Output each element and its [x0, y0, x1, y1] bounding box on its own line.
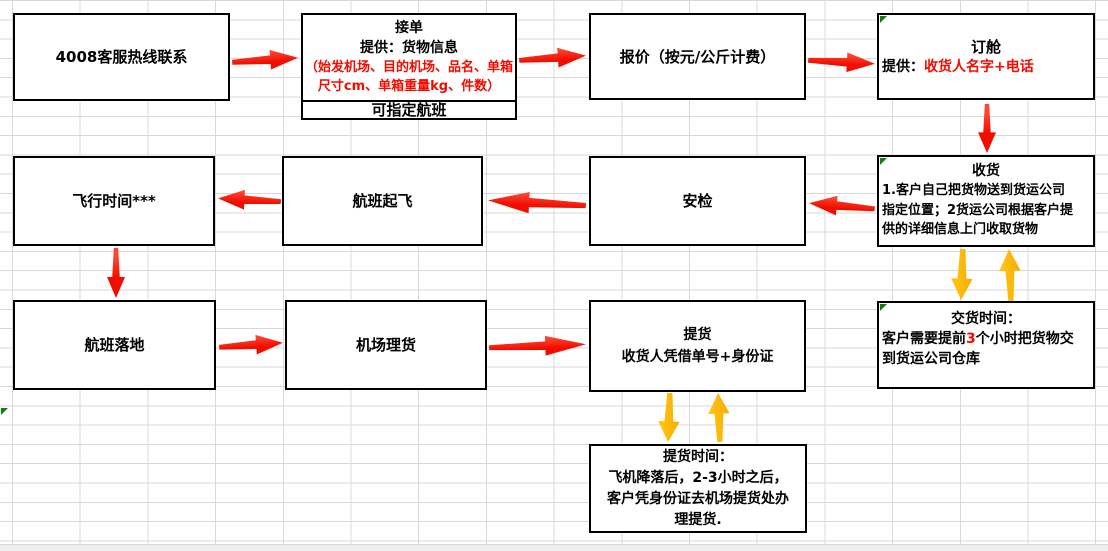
arrow-anjian-to-qifei[interactable] — [487, 187, 586, 218]
flow-box-lihuo-label: 机场理货 — [355, 336, 416, 354]
arrow-shouhuo-to-jiaohuo-time[interactable] — [948, 249, 976, 301]
flow-box-jiedan[interactable]: 接单 提供：货物信息 （始发机场、目的机场、品名、单箱尺寸cm、单箱重量kg、件… — [301, 13, 517, 102]
arrow-luodi-to-lihuo[interactable] — [218, 331, 284, 359]
flow-box-tihuo-time[interactable]: 提货时间： 飞机降落后，2-3小时之后， 客户凭身份证去机场提货处办 理提货. — [589, 444, 807, 533]
arrow-dingcang-to-shouhuo[interactable] — [977, 104, 997, 153]
flow-box-dingcang-label: 提供： — [882, 58, 924, 75]
sheet-bottom-edge — [0, 544, 1108, 551]
flow-box-anjian[interactable]: 安检 — [589, 156, 806, 246]
flow-box-jiedan-subtitle: 提供：货物信息 — [360, 40, 458, 56]
cell-flag-icon — [880, 16, 887, 23]
flow-box-luodi[interactable]: 航班落地 — [13, 300, 216, 390]
flow-box-baojia-label: 报价（按元/公斤计费） — [619, 47, 776, 66]
flow-box-dingcang[interactable]: 订舱 提供：收货人名字+电话 — [877, 13, 1095, 100]
flow-box-jiedan-red-note: （始发机场、目的机场、品名、单箱尺寸cm、单箱重量kg、件数） — [304, 60, 513, 94]
flow-box-jiedan-footer-label: 可指定航班 — [371, 101, 447, 119]
flow-box-feixing-label: 飞行时间*** — [72, 192, 156, 210]
flow-box-dingcang-title: 订舱 — [970, 37, 1001, 56]
arrow-feixing-to-luodi[interactable] — [106, 248, 126, 298]
flow-box-luodi-label: 航班落地 — [84, 336, 145, 354]
flow-box-hotline-label: 4008客服热线联系 — [55, 48, 188, 66]
cell-flag-icon — [880, 304, 887, 311]
flow-box-jiaohuo-body: 客户需要提前3个小时把货物交到货运公司仓库 — [879, 329, 1078, 369]
flow-box-jiaohuo-title: 交货时间： — [951, 311, 1021, 327]
flow-box-shouhuo[interactable]: 收货 1.客户自己把货物送到货运公司 指定位置；2货运公司根据客户提 供的详细信… — [877, 155, 1095, 247]
arrow-jiaohuo-time-to-shouhuo[interactable] — [996, 249, 1024, 302]
flow-box-qifei-label: 航班起飞 — [352, 192, 413, 210]
arrow-shouhuo-to-anjian[interactable] — [808, 191, 876, 221]
flow-box-shouhuo-body: 1.客户自己把货物送到货运公司 指定位置；2货运公司根据客户提 供的详细信息上门… — [882, 183, 1074, 237]
flow-box-tihuo-subtitle: 收货人凭借单号+身份证 — [621, 349, 774, 365]
flow-box-tihuo-time-body: 提货时间： 飞机降落后，2-3小时之后， 客户凭身份证去机场提货处办 理提货. — [607, 448, 789, 528]
arrow-tihuo-time-to-tihuo[interactable] — [705, 393, 733, 443]
flow-box-jiaohuo-body-post: 个小时把货物交到货运公司仓库 — [882, 331, 1074, 367]
arrow-jiedan-to-baojia[interactable] — [518, 44, 587, 73]
flow-box-jiaohuo[interactable]: 交货时间： 客户需要提前3个小时把货物交到货运公司仓库 — [877, 301, 1095, 389]
arrow-hotline-to-jiedan[interactable] — [231, 46, 299, 75]
flow-box-jiaohuo-body-red: 3 — [966, 331, 976, 347]
flow-box-baojia[interactable]: 报价（按元/公斤计费） — [589, 13, 806, 100]
arrow-lihuo-to-tihuo[interactable] — [489, 332, 587, 359]
flow-box-jiedan-title: 接单 — [395, 20, 423, 36]
flow-box-tihuo[interactable]: 提货 收货人凭借单号+身份证 — [589, 300, 806, 392]
flow-box-shouhuo-title: 收货 — [972, 163, 1000, 179]
flow-box-hotline[interactable]: 4008客服热线联系 — [13, 13, 230, 101]
flow-box-tihuo-title: 提货 — [683, 327, 712, 343]
flow-box-jiaohuo-body-pre: 客户需要提前 — [882, 331, 966, 347]
arrow-tihuo-to-tihuo-time[interactable] — [655, 393, 683, 443]
flow-box-dingcang-value: 收货人名字+电话 — [924, 58, 1034, 75]
flow-box-feixing[interactable]: 飞行时间*** — [13, 156, 215, 246]
cell-flag-icon — [880, 158, 887, 165]
flow-box-anjian-label: 安检 — [682, 192, 713, 210]
flow-box-dingcang-line: 提供：收货人名字+电话 — [879, 57, 1093, 77]
flow-box-lihuo[interactable]: 机场理货 — [285, 300, 487, 390]
flow-box-qifei[interactable]: 航班起飞 — [282, 156, 483, 246]
arrow-baojia-to-dingcang[interactable] — [807, 48, 875, 75]
arrow-qifei-to-feixing[interactable] — [217, 186, 281, 213]
flow-box-jiedan-footer[interactable]: 可指定航班 — [301, 100, 517, 120]
cell-flag-icon — [1, 408, 8, 415]
